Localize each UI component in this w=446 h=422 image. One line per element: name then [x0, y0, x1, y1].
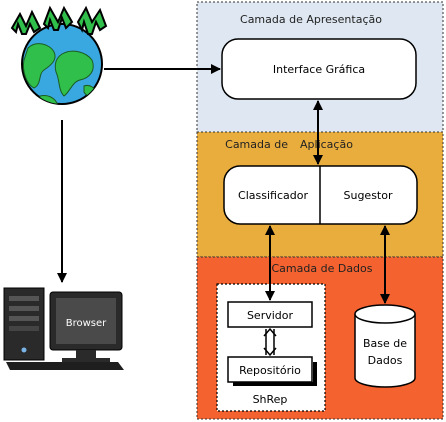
server-label: Servidor [247, 309, 294, 322]
gui-box [221, 38, 417, 100]
classifier-label: Classificador [238, 189, 308, 202]
shrep-label: ShRep [253, 393, 288, 406]
repository-label: Repositório [239, 364, 301, 377]
database-label-line1: Base de [363, 337, 407, 350]
database-label-line2: Dados [368, 354, 403, 367]
application-layer-title-left: Camada de [225, 138, 288, 151]
globe-icon [10, 5, 108, 105]
presentation-layer-title: Camada de Apresentação [240, 13, 382, 26]
suggester-label: Sugestor [343, 189, 392, 202]
arrow-server-repository [263, 327, 277, 357]
application-layer-title-right: Aplicação [300, 138, 353, 151]
gui-label: Interface Gráfica [273, 63, 365, 76]
server-box [227, 301, 313, 328]
browser-label: Browser [66, 318, 107, 329]
computer-icon [3, 287, 124, 370]
data-layer-title: Camada de Dados [272, 262, 373, 275]
database-icon [354, 304, 416, 388]
